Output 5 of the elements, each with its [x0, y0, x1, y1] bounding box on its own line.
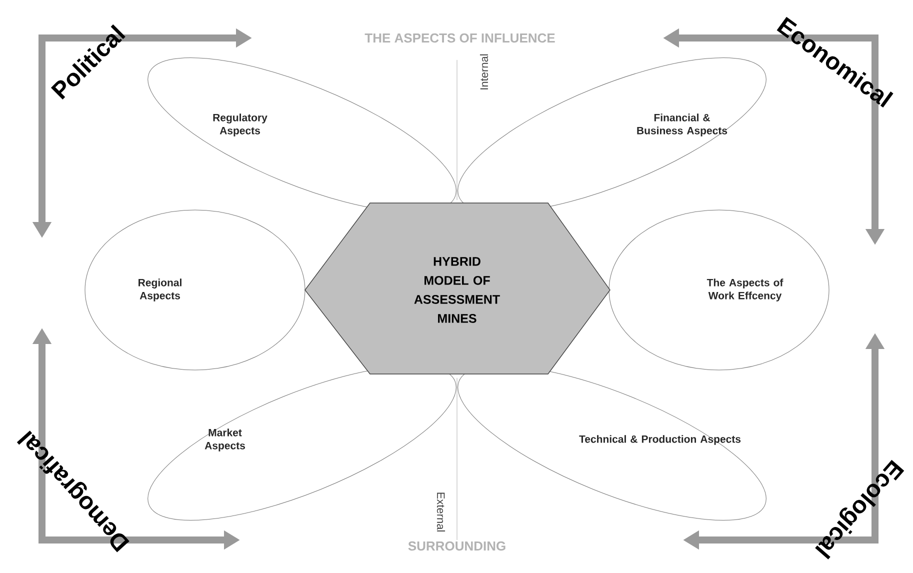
hexagon: HYBRID MODEL OF ASSESSMENT MINES	[304, 202, 610, 374]
heading: SURROUNDING	[408, 541, 506, 551]
heading: THE ASPECTS OF INFLUENCE	[364, 33, 555, 43]
side-label: Internal	[480, 54, 488, 90]
side-label: External	[436, 492, 446, 532]
